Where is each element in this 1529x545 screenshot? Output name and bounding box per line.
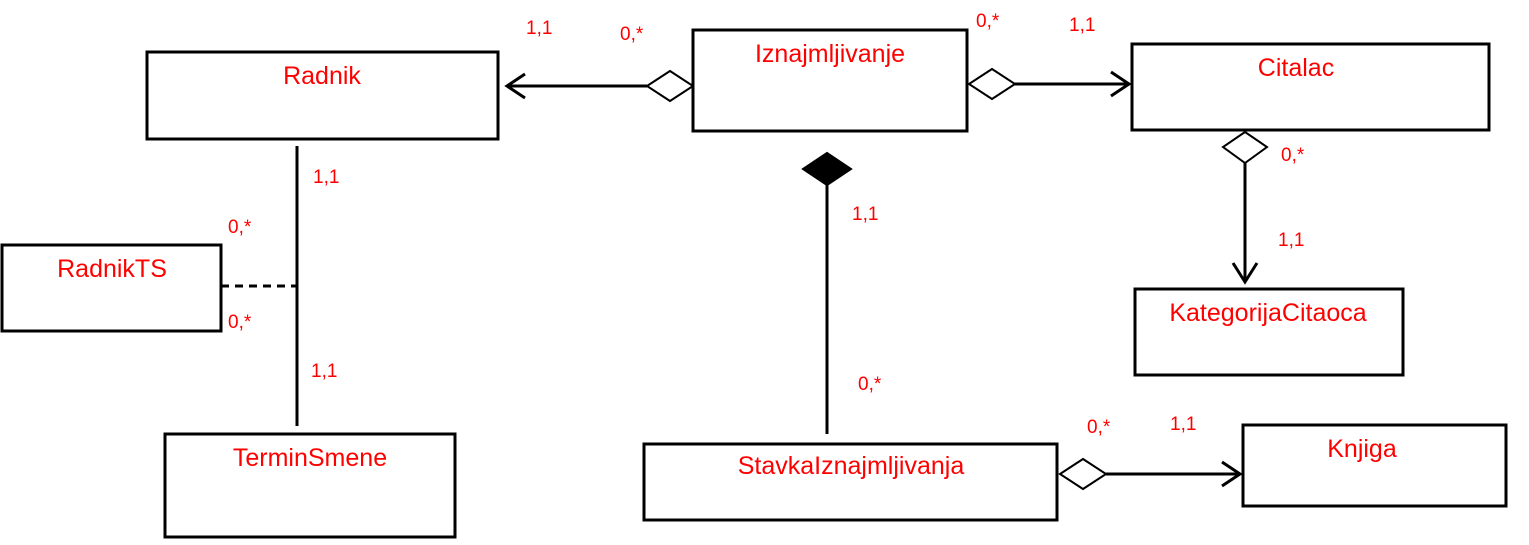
class-box [691, 28, 969, 133]
association-citalac-kategorija [1221, 130, 1269, 285]
class-radnik[interactable]: Radnik [145, 50, 500, 141]
arrow-head-icon [1110, 70, 1132, 98]
aggregation-diamond-icon [1058, 457, 1108, 491]
class-box [1130, 42, 1491, 132]
association-stavka-knjiga [1058, 457, 1243, 491]
multiplicity-label: 0,* [1281, 145, 1305, 166]
multiplicity-label: 0,* [1087, 417, 1111, 438]
class-box [642, 442, 1059, 522]
composition-iznajmljivanje-stavka [801, 151, 853, 434]
class-termin-smene[interactable]: TerminSmene [163, 432, 457, 539]
class-name: Knjiga [1327, 435, 1397, 463]
class-name: StavkaIznajmljivanja [738, 452, 965, 480]
class-box [145, 50, 500, 141]
class-name: Citalac [1258, 54, 1334, 82]
arrow-head-icon [504, 72, 526, 100]
multiplicity-label: 1,1 [852, 204, 878, 225]
arrow-head-icon [1231, 262, 1259, 285]
class-name: KategorijaCitaoca [1169, 299, 1366, 327]
multiplicity-label: 1,1 [1278, 230, 1304, 251]
class-box [1241, 423, 1508, 508]
class-box [0, 243, 223, 333]
multiplicity-label: 1,1 [313, 167, 339, 188]
multiplicity-label: 0,* [228, 217, 252, 238]
association-iznajmljivanje-radnik [504, 69, 695, 103]
multiplicity-label: 1,1 [526, 18, 552, 39]
class-name: RadnikTS [57, 255, 167, 283]
class-stavka-iznajmljivanja[interactable]: StavkaIznajmljivanja [642, 442, 1059, 522]
class-kategorija-citaoca[interactable]: KategorijaCitaoca [1133, 287, 1405, 377]
multiplicity-label: 1,1 [1170, 414, 1196, 435]
aggregation-diamond-icon [967, 67, 1017, 101]
class-knjiga[interactable]: Knjiga [1241, 423, 1508, 508]
arrow-head-icon [1221, 460, 1243, 488]
class-box [163, 432, 457, 539]
class-name: TerminSmene [233, 444, 387, 472]
class-box [1133, 287, 1405, 377]
aggregation-diamond-icon [1221, 130, 1269, 165]
multiplicity-label: 1,1 [311, 361, 337, 382]
class-citalac[interactable]: Citalac [1130, 42, 1491, 132]
multiplicity-label: 1,1 [1069, 15, 1095, 36]
multiplicity-label: 0,* [228, 312, 252, 333]
aggregation-diamond-icon [645, 69, 695, 103]
class-name: Radnik [283, 62, 361, 90]
multiplicity-label: 0,* [858, 374, 882, 395]
class-iznajmljivanje[interactable]: Iznajmljivanje [691, 28, 969, 133]
multiplicity-label: 0,* [976, 11, 1000, 32]
association-iznajmljivanje-citalac [967, 67, 1132, 101]
multiplicity-label: 0,* [620, 24, 644, 45]
class-name: Iznajmljivanje [755, 40, 905, 68]
class-radnik-ts[interactable]: RadnikTS [0, 243, 223, 333]
composition-diamond-icon [801, 151, 853, 187]
